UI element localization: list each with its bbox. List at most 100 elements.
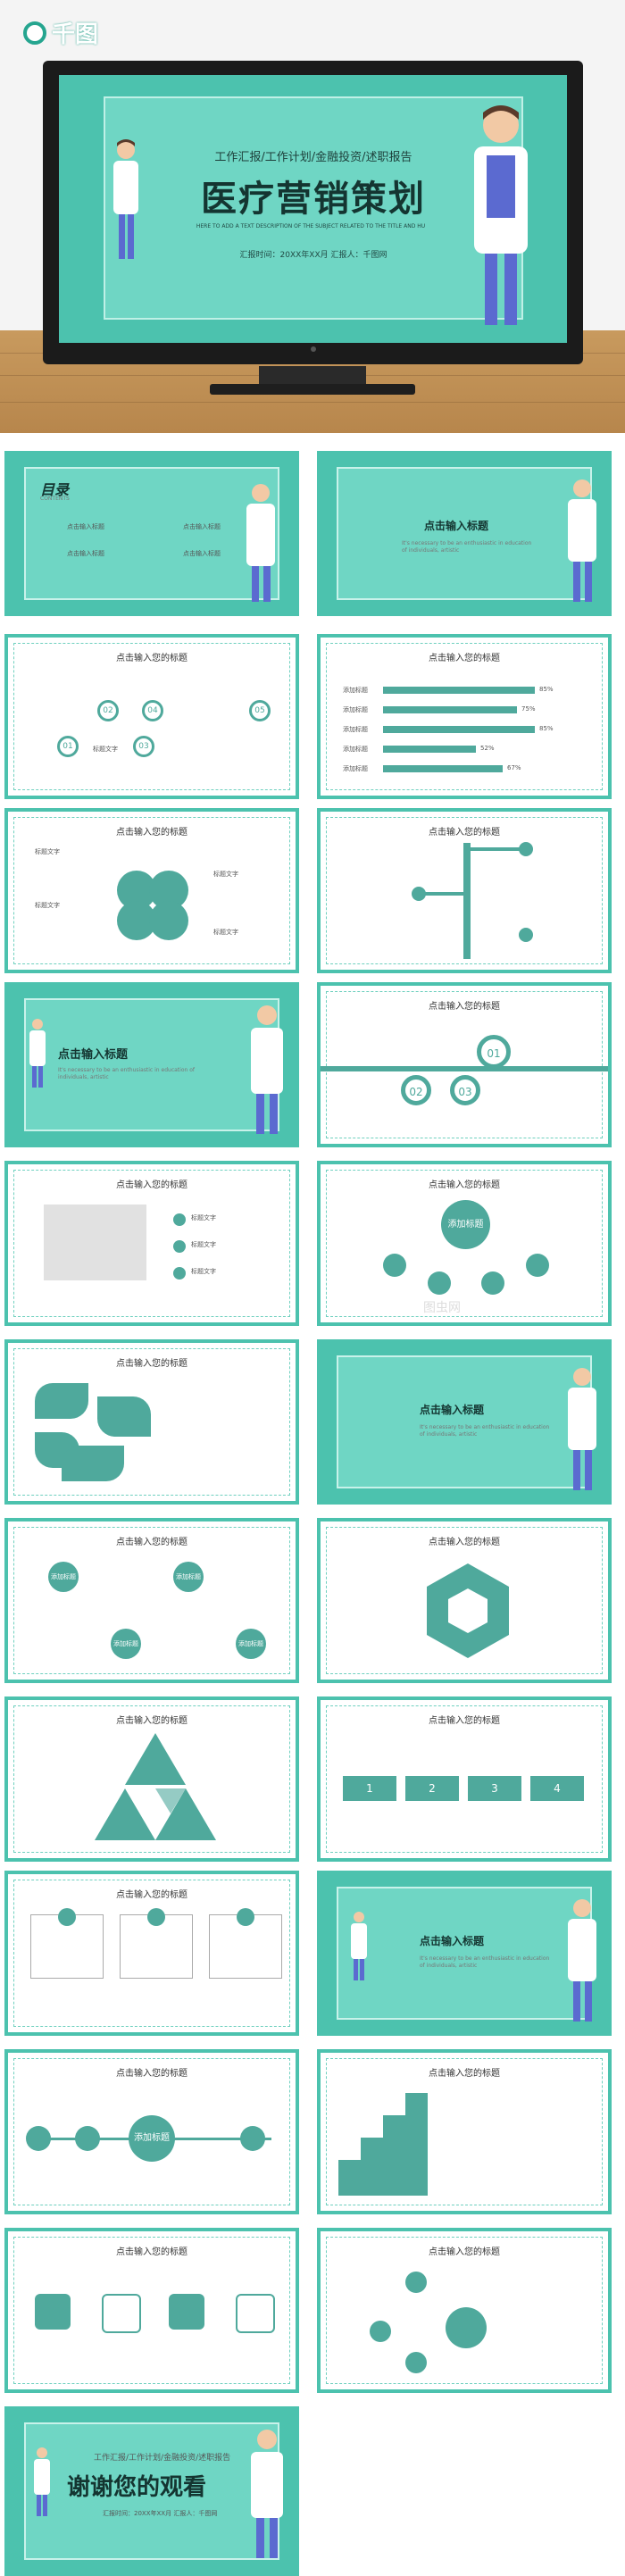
brand-logo: 千图	[23, 16, 98, 49]
toc-item-1: 点击输入标题	[67, 523, 104, 530]
step-01: 01	[57, 736, 79, 757]
node	[519, 928, 533, 942]
progress-bar	[383, 726, 535, 733]
slide-title: 点击输入您的标题	[116, 654, 188, 663]
section-title: 点击输入标题	[424, 520, 489, 532]
share-icon	[173, 1267, 186, 1280]
doctor-small-icon	[34, 2447, 50, 2516]
slide-petals: 点击输入您的标题	[4, 1339, 299, 1505]
slide-image-list: 点击输入您的标题 标题文字 标题文字 标题文字	[4, 1161, 299, 1326]
card	[120, 1908, 193, 1979]
petal	[97, 1396, 151, 1437]
slide-title: 点击输入您的标题	[116, 1359, 188, 1369]
label: 标题文字	[213, 929, 238, 936]
flow-center: 添加标题	[129, 2115, 175, 2162]
slide-title: 点击输入您的标题	[116, 1538, 188, 1547]
section-title: 点击输入标题	[420, 1404, 485, 1416]
step-box-3: 3	[468, 1776, 521, 1801]
progress-bar	[383, 706, 517, 713]
slide-cycle: 点击输入您的标题 添加标题 添加标题 添加标题 添加标题	[4, 1518, 299, 1683]
section-title: 点击输入标题	[58, 1048, 129, 1062]
triangle-icon	[95, 1733, 216, 1840]
toc-item-2: 点击输入标题	[183, 523, 221, 530]
toc-sub: CONTENTS	[40, 496, 70, 502]
logo-q-icon	[23, 21, 46, 45]
label: 标题文字	[191, 1241, 216, 1248]
gear-icon	[169, 2294, 204, 2330]
section-desc: It's necessary to be an enthusiastic in …	[58, 1067, 195, 1080]
label: 标题文字	[35, 848, 60, 855]
slide-title: 点击输入您的标题	[429, 654, 500, 663]
bar-label: 添加标题	[343, 687, 368, 694]
bar-label: 添加标题	[343, 765, 368, 772]
card	[209, 1908, 282, 1979]
node	[412, 887, 426, 901]
folder-icon	[147, 1908, 165, 1926]
hero-meta: 汇报时间：20XX年XX月 汇报人：千图网	[239, 251, 388, 260]
slide-numbered-circles: 点击输入您的标题 02 04 01 03 05 标题文字	[4, 634, 299, 799]
ring-02: 02	[401, 1075, 431, 1105]
empty-area	[312, 2406, 625, 2576]
stair	[361, 2138, 383, 2196]
slide-tree: 点击输入您的标题	[317, 2228, 612, 2393]
slide-section-1: 点击输入标题 It's necessary to be an enthusias…	[317, 451, 612, 616]
petal	[62, 1446, 124, 1481]
toc-title: 目录	[40, 481, 70, 498]
flow-node	[240, 2126, 265, 2151]
progress-bar	[383, 746, 476, 753]
progress-bar	[383, 765, 503, 772]
slide-icons-row: 点击输入您的标题	[4, 2228, 299, 2393]
step-box-2: 2	[405, 1776, 459, 1801]
chart-icon	[102, 2294, 141, 2333]
step-03: 03	[133, 736, 154, 757]
slide-timeline: 点击输入您的标题	[317, 808, 612, 973]
slide-toc: 目录 CONTENTS 点击输入标题 点击输入标题 点击输入标题 点击输入标题	[4, 451, 299, 616]
slide-icon-cards: 点击输入您的标题	[4, 1871, 299, 2036]
hub-center: 添加标题	[441, 1200, 490, 1249]
center-label: 标题文字	[93, 746, 118, 753]
slide-title: 点击输入您的标题	[429, 1002, 500, 1012]
doctor-icon	[251, 1005, 283, 1134]
monitor-base	[210, 384, 415, 395]
bar-percent: 85%	[539, 725, 554, 732]
progress-bar	[383, 687, 535, 694]
hero-mockup: 千图 工作汇报/工作计划/金融投资/述职报告 医疗营销策划 HERE TO AD…	[0, 0, 625, 433]
thanks-title: 谢谢您的观看	[67, 2474, 207, 2501]
slide-title: 点击输入您的标题	[429, 828, 500, 838]
timeline-branch	[471, 847, 524, 851]
doctor-right-icon	[474, 105, 528, 325]
slide-title: 点击输入您的标题	[116, 1180, 188, 1190]
slide-title: 点击输入您的标题	[116, 2247, 188, 2257]
connector-line	[321, 1066, 608, 1071]
section-desc: It's necessary to be an enthusiastic in …	[402, 540, 532, 554]
hub-node	[526, 1254, 549, 1277]
doctor-left-icon	[113, 139, 138, 259]
slide-section-2: 点击输入标题 It's necessary to be an enthusias…	[4, 982, 299, 1147]
bar-label: 添加标题	[343, 746, 368, 753]
cover-slide: 工作汇报/工作计划/金融投资/述职报告 医疗营销策划 HERE TO ADD A…	[104, 96, 523, 320]
timeline-stem	[463, 843, 471, 959]
stair	[383, 2115, 405, 2196]
hub-node	[428, 1271, 451, 1295]
doctor-icon	[568, 479, 596, 602]
bar-percent: 75%	[521, 705, 536, 713]
label: 标题文字	[191, 1268, 216, 1275]
database-icon	[35, 2294, 71, 2330]
bar-percent: 67%	[507, 764, 521, 771]
wifi-icon	[173, 1240, 186, 1253]
hero-title: 医疗营销策划	[201, 179, 426, 220]
ring-03: 03	[450, 1075, 480, 1105]
slide-section-3: 点击输入标题 It's necessary to be an enthusias…	[317, 1339, 612, 1505]
doctor-small-icon	[351, 1912, 367, 1980]
monitor-stand	[259, 366, 366, 386]
petal	[35, 1383, 88, 1419]
step-05: 05	[249, 700, 271, 721]
step-box-1: 1	[343, 1776, 396, 1801]
tree-node	[370, 2321, 391, 2342]
cycle-node: 添加标题	[111, 1629, 141, 1659]
camera-icon	[58, 1908, 76, 1926]
tree-node	[405, 2352, 427, 2373]
hexagon-icon	[427, 1563, 509, 1658]
stair	[405, 2093, 428, 2196]
hero-small-text: HERE TO ADD A TEXT DESCRIPTION OF THE SU…	[196, 223, 426, 229]
